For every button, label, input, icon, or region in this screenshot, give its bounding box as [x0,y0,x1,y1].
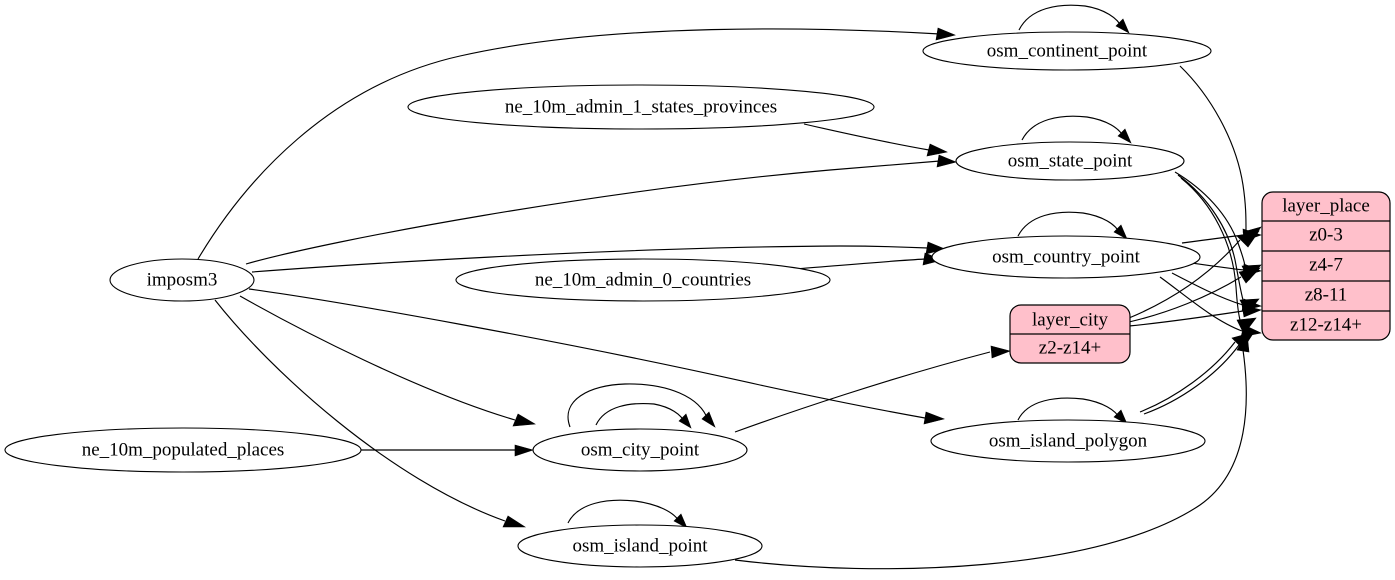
node-osm-island-point[interactable]: osm_island_point [517,524,763,568]
arrowhead-icon [1236,230,1260,248]
osm-island-polygon-label: osm_island_polygon [989,430,1148,451]
ne-countries-label: ne_10m_admin_0_countries [535,269,751,290]
edge-layer-city-to-layer-place-z0 [1128,239,1241,319]
node-layer-place[interactable]: layer_place z0-3 z4-7 z8-11 z12-z14+ [1261,191,1391,341]
osm-state-point-ellipse[interactable] [955,141,1185,181]
record-layer: layer_city z2-z14+ layer_place z0-3 z4-7… [1009,191,1391,364]
edge-osm-state-point-self-loop [1021,115,1125,141]
edge-osm-city-point-self-loop-inner [595,402,686,426]
osm-country-point-label: osm_country_point [992,246,1140,267]
ne-states-label: ne_10m_admin_1_states_provinces [505,96,777,117]
imposm3-ellipse[interactable] [109,258,255,302]
arrowhead-icon [1113,224,1128,240]
layer-place-row-z12-z14[interactable]: z12-z14+ [1290,314,1362,335]
edge-osm-country-point-to-layer-place-z8 [1171,272,1244,306]
edge-osm-island-point-self-loop [567,499,681,524]
arrowhead-icon [1241,304,1262,318]
arrowhead-icon [990,345,1011,359]
ne-states-ellipse[interactable] [407,84,875,130]
osm-state-point-label: osm_state_point [1008,150,1133,171]
osm-city-point-ellipse[interactable] [532,428,748,472]
arrowhead-icon [1238,267,1261,284]
arrowhead-icon [502,515,527,528]
edge-imposm3-to-osm-island-point [214,299,506,522]
osm-continent-point-label: osm_continent_point [987,40,1148,61]
osm-country-point-ellipse[interactable] [931,235,1201,279]
edge-imposm3-to-osm-continent-point [197,28,941,260]
layer-city-row-z2[interactable]: z2-z14+ [1039,337,1101,358]
osm-continent-point-ellipse[interactable] [922,31,1212,71]
arrowhead-icon [701,411,716,428]
edge-ne-states-to-osm-state-point [803,123,930,151]
node-layer: imposm3 ne_10m_admin_1_states_provinces … [4,31,1212,568]
ne-populated-label: ne_10m_populated_places [82,439,285,460]
edge-osm-island-point-to-layer-place-z12 [734,349,1247,570]
node-osm-state-point[interactable]: osm_state_point [955,141,1185,181]
node-ne-10m-populated-places[interactable]: ne_10m_populated_places [4,427,362,473]
node-layer-city[interactable]: layer_city z2-z14+ [1009,304,1131,364]
node-osm-country-point[interactable]: osm_country_point [931,235,1201,279]
arrowhead-icon [926,143,948,157]
node-osm-continent-point[interactable]: osm_continent_point [922,31,1212,71]
arrowhead-icon [936,154,957,168]
ne-countries-ellipse[interactable] [455,258,831,302]
edge-osm-continent-point-to-layer-place-z0 [1179,65,1247,231]
edge-osm-country-point-to-layer-place-z12 [1159,276,1243,332]
node-osm-island-polygon[interactable]: osm_island_polygon [930,419,1206,463]
edge-osm-city-point-to-layer-city [734,351,991,433]
edge-imposm3-to-osm-island-polygon [248,288,926,419]
layer-place-row-z8-11[interactable]: z8-11 [1305,284,1348,305]
imposm3-label: imposm3 [147,269,218,290]
node-ne-10m-admin-0-countries[interactable]: ne_10m_admin_0_countries [455,258,831,302]
layer-place-row-z0-3[interactable]: z0-3 [1309,224,1343,245]
osm-island-point-ellipse[interactable] [517,524,763,568]
osm-island-polygon-ellipse[interactable] [930,419,1206,463]
node-osm-city-point[interactable]: osm_city_point [532,428,748,472]
edge-osm-city-point-self-loop-outer [567,383,709,428]
edge-imposm3-to-osm-city-point [239,295,516,421]
edge-osm-country-point-self-loop [1017,211,1121,237]
arrowhead-icon [1117,128,1132,144]
arrowhead-icon [1113,409,1128,425]
edge-osm-state-point-to-layer-place-z8 [1177,174,1244,301]
edge-imposm3-to-osm-state-point [245,160,941,265]
osm-island-point-label: osm_island_point [572,535,708,556]
osm-city-point-label: osm_city_point [581,439,700,460]
edge-osm-island-polygon-to-layer-place-z12-b [1143,344,1240,415]
edge-imposm3-to-osm-country-point [251,245,929,273]
layer-place-title: layer_place [1282,195,1370,216]
edge-osm-continent-point-self-loop [1018,4,1123,31]
edge-osm-country-point-to-layer-place-z0 [1181,234,1245,244]
layer-place-row-z4-7[interactable]: z4-7 [1309,254,1343,275]
arrowhead-icon [935,27,956,41]
edge-layer-city-to-layer-place-z8 [1128,310,1244,327]
edge-ne-countries-to-osm-country-point [794,258,926,270]
layer-place-box[interactable] [1261,191,1391,341]
layer-city-title: layer_city [1032,309,1108,330]
arrowhead-icon [923,411,945,425]
edge-osm-island-polygon-to-layer-place-z12 [1139,341,1236,413]
arrowhead-icon [514,444,535,457]
arrowhead-icon [1236,332,1250,353]
arrowhead-icon [678,413,692,429]
edge-layer-city-to-layer-place-z4 [1128,276,1242,323]
arrowhead-icon [673,513,688,529]
node-ne-10m-admin-1-states-provinces[interactable]: ne_10m_admin_1_states_provinces [407,84,875,130]
node-imposm3[interactable]: imposm3 [109,258,255,302]
edge-layer [197,4,1262,570]
arrowhead-icon [512,413,536,427]
edge-osm-island-polygon-self-loop [1017,397,1121,421]
arrowhead-icon [1115,18,1130,34]
edge-osm-state-point-to-layer-place-z12 [1180,177,1241,321]
ne-populated-ellipse[interactable] [4,427,362,473]
